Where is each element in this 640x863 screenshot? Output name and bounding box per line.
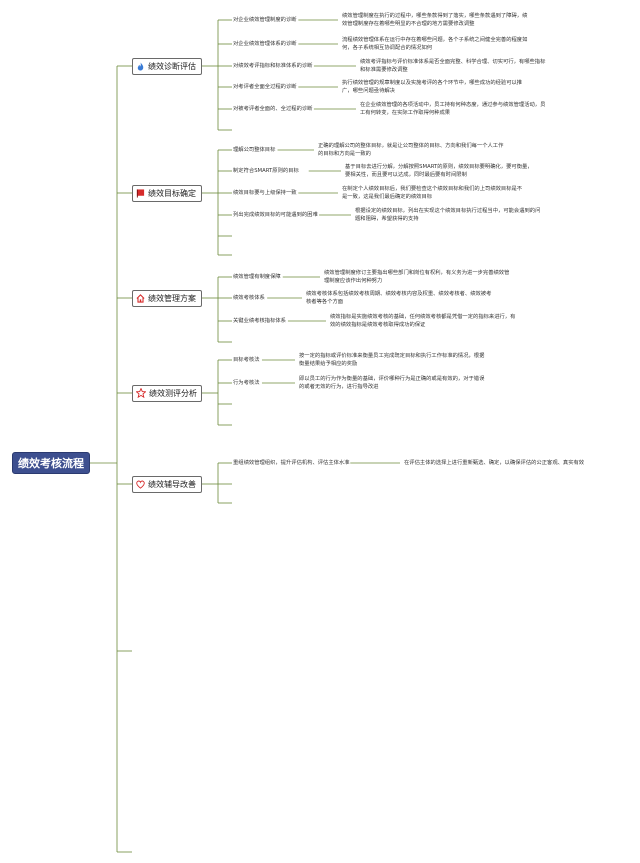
description-line: 基于目标去进行分解，分解按照SMART的原则，绩效目标要明确化，要可衡量， [345, 164, 533, 170]
description-1-2: 流程绩效管理体系在运行中存在着哪些问题，各个子系统之间健全完善的程度如何，各子系… [342, 36, 527, 52]
branch-node-2[interactable]: 绩效目标确定 [132, 184, 202, 202]
description-line: 流程绩效管理体系在运行中存在着哪些问题，各个子系统之间健全完善的程度如 [342, 37, 528, 43]
topic-4-2[interactable]: 行为考核法 [233, 380, 260, 386]
description-line: 在评估主体的选择上进行重新甄选、确定，以确保评估的公正客观、真实有效 [404, 460, 585, 466]
description-line: 绩效管理制度在执行的过程中，哪些条款得到了落实，哪些条款遇到了障碍，绩 [342, 13, 528, 19]
description-1-4: 执行绩效管理的规章制度以及实施考评的各个环节中，哪些成功的经验可以推广，哪些问题… [342, 79, 522, 95]
description-line: 要相关性，而且要可以达成，同时最后要有时间限制 [345, 172, 467, 178]
description-4-1: 按一定的指标或评价标准来衡量员工完成既定目标和执行工作标准的情况，根据衡量结果给… [299, 352, 484, 368]
description-line: 绩效考评指标与评价标准体系是否全面完整、科学合理、切实可行，有哪些指标 [360, 59, 546, 65]
topic-4-1[interactable]: 目标考核法 [233, 357, 260, 363]
topic-1-4[interactable]: 对考评者全面全过程的诊断 [233, 84, 297, 90]
description-line: 和标准需要修改调整 [360, 67, 408, 73]
branch-label: 绩效测评分析 [149, 388, 197, 398]
description-3-3: 绩效指标是实施绩效考核的基础，任何绩效考核都是凭借一定的指标来进行，有效的绩效指… [330, 313, 515, 329]
description-line: 工有何转变，在实际工作取得何种成果 [360, 110, 451, 116]
description-line: 何，各子系统相互协调配合的情况如何 [342, 45, 433, 51]
home-icon [136, 293, 145, 303]
description-1-3: 绩效考评指标与评价标准体系是否全面完整、科学合理、切实可行，有哪些指标和标准需要… [360, 58, 545, 74]
branch-node-5[interactable]: 绩效辅导改善 [132, 475, 202, 493]
heart-icon [136, 480, 145, 489]
description-line: 的或者无效的行为，进行指导改进 [299, 384, 379, 390]
branch-node-4[interactable]: 绩效测评分析 [132, 384, 202, 402]
fire-icon [136, 61, 145, 71]
description-2-2: 基于目标去进行分解，分解按照SMART的原则，绩效目标要明确化，要可衡量， 要相关… [345, 163, 533, 179]
topic-1-5[interactable]: 对被考评者全面的、全过程的诊断 [233, 106, 313, 112]
topic-2-3[interactable]: 绩效目标要与上级保持一致 [233, 190, 297, 196]
branch-node-1[interactable]: 绩效诊断评估 [132, 57, 202, 75]
description-line: 绩效指标是实施绩效考核的基础，任何绩效考核都是凭借一定的指标来进行，有 [330, 314, 516, 320]
description-2-4: 根据设定的绩效目标，列出在实现这个绩效目标执行过程当中，可能会遇到的问题和阻碍，… [355, 207, 540, 223]
root-node[interactable]: 绩效考核流程 [12, 452, 90, 474]
topic-1-1[interactable]: 对企业绩效管理制度的诊断 [233, 17, 297, 23]
branch-label: 绩效目标确定 [148, 188, 196, 198]
description-1-1: 绩效管理制度在执行的过程中，哪些条款得到了落实，哪些条款遇到了障碍，绩效管理制度… [342, 12, 527, 28]
description-2-1: 正确的理解公司的整体目标，就是让公司整体的目标、方向和我们每一个人工作的目标和方… [318, 142, 503, 158]
branch-node-3[interactable]: 绩效管理方案 [132, 289, 202, 307]
description-line: 理制度应该作出何种努力 [324, 278, 383, 284]
description-5-1: 在评估主体的选择上进行重新甄选、确定，以确保评估的公正客观、真实有效 [404, 459, 584, 467]
description-line: 是一致，这是我们最后确定的绩效目标 [342, 194, 433, 200]
description-3-2: 绩效考核体系包括绩效考核周期、绩效考核内容及权重、绩效考核者、绩效被考核者等各个… [306, 290, 491, 306]
flag-icon [136, 188, 145, 198]
description-2-3: 在制定个人绩效目标后，我们要检查这个绩效目标和我们的上司绩效目标是不是一致，这是… [342, 185, 522, 201]
description-line: 核者等各个方面 [306, 299, 344, 305]
description-line: 题和阻碍，希望获得的支持 [355, 216, 419, 222]
description-line: 执行绩效管理的规章制度以及实施考评的各个环节中，哪些成功的经验可以推 [342, 80, 523, 86]
description-line: 的目标和方向是一致的 [318, 151, 371, 157]
topic-3-3[interactable]: 关键业绩考核指标体系 [233, 318, 286, 324]
description-line: 即以员工的行为作为衡量的基础，评价哪种行为是正确的或是有效的，对于错误 [299, 376, 485, 382]
description-line: 效的绩效指标是绩效考核取得成功的保证 [330, 322, 426, 328]
description-line: 效管理制度存在着哪些明显的不合理的地方需要修改调整 [342, 21, 475, 27]
branch-label: 绩效管理方案 [148, 293, 196, 303]
description-1-5: 在企业绩效管理的各项活动中，员工持有何种态度，通过参与绩效管理活动，员工有何转变… [360, 101, 545, 117]
description-line: 根据设定的绩效目标，列出在实现这个绩效目标执行过程当中，可能会遇到的问 [355, 208, 541, 214]
description-line: 衡量结果给予相应的奖励 [299, 361, 358, 367]
description-line: 按一定的指标或评价标准来衡量员工完成既定目标和执行工作标准的情况，根据 [299, 353, 485, 359]
description-line: 正确的理解公司的整体目标，就是让公司整体的目标、方向和我们每一个人工作 [318, 143, 504, 149]
topic-3-2[interactable]: 绩效考核体系 [233, 295, 265, 301]
description-4-2: 即以员工的行为作为衡量的基础，评价哪种行为是正确的或是有效的，对于错误的或者无效… [299, 375, 484, 391]
description-line: 广，哪些问题亟待解决 [342, 88, 395, 94]
description-line: 绩效考核体系包括绩效考核周期、绩效考核内容及权重、绩效考核者、绩效被考 [306, 291, 492, 297]
topic-3-1[interactable]: 绩效管理有制度保障 [233, 274, 281, 280]
topic-1-2[interactable]: 对企业绩效管理体系的诊断 [233, 41, 297, 47]
description-line: 在企业绩效管理的各项活动中，员工持有何种态度，通过参与绩效管理活动，员 [360, 102, 546, 108]
branch-label: 绩效辅导改善 [148, 479, 196, 489]
topic-1-3[interactable]: 对绩效考评指标和标准体系的诊断 [233, 63, 313, 69]
description-line: 在制定个人绩效目标后，我们要检查这个绩效目标和我们的上司绩效目标是不 [342, 186, 523, 192]
topic-2-1[interactable]: 理解公司整体目标 [233, 147, 276, 153]
topic-5-1[interactable]: 重组绩效管理组织，提升评估机构、评估主体水准 [233, 460, 350, 466]
description-3-1: 绩效管理制度修订主要指出哪些部门和岗位有权利，有义务为进一步完善绩效管理制度应该… [324, 269, 509, 285]
topic-2-4[interactable]: 列出完成绩效目标的可能遇到的困难 [233, 212, 318, 218]
topic-2-2[interactable]: 制定符合SMART原则的目标 [233, 168, 299, 174]
description-line: 绩效管理制度修订主要指出哪些部门和岗位有权利，有义务为进一步完善绩效管 [324, 270, 510, 276]
branch-label: 绩效诊断评估 [148, 61, 196, 71]
root-label: 绩效考核流程 [18, 457, 84, 470]
star-icon [136, 388, 146, 398]
